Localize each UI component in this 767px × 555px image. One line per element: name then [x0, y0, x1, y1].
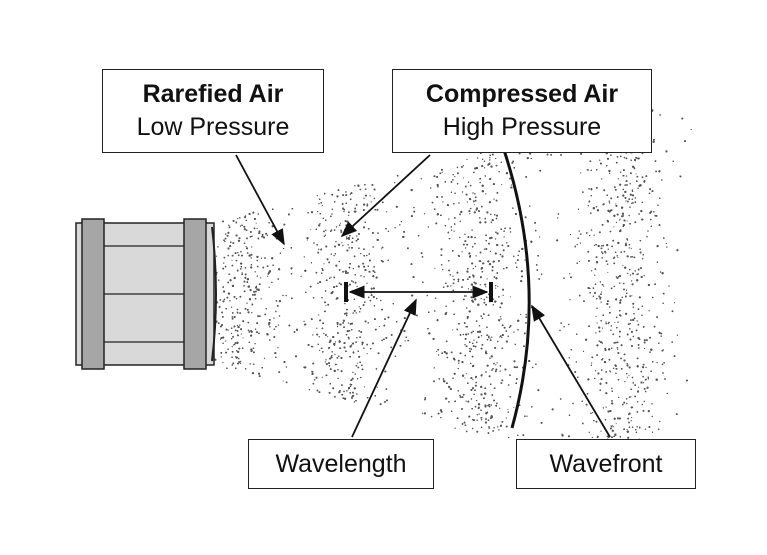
- wavefront-curve: [502, 149, 531, 429]
- speaker-icon: [75, 218, 217, 370]
- compressed-arrow: [340, 154, 431, 238]
- rarefied-air-subtitle: Low Pressure: [136, 113, 290, 141]
- wavelength-measure: [344, 282, 493, 302]
- wavefront-arrow: [531, 304, 611, 438]
- compressed-air-label: Compressed Air High Pressure: [392, 69, 652, 153]
- wavelength-arrow: [351, 298, 417, 438]
- compressed-air-title: Compressed Air: [425, 80, 619, 108]
- wavefront-text: Wavefront: [549, 449, 663, 478]
- wavefront-label: Wavefront: [516, 439, 696, 489]
- rarefied-air-label: Rarefied Air Low Pressure: [102, 69, 324, 153]
- wavelength-label: Wavelength: [248, 439, 434, 489]
- wavelength-text: Wavelength: [275, 449, 407, 478]
- rarefied-arrow: [235, 154, 285, 246]
- compressed-air-subtitle: High Pressure: [442, 113, 602, 141]
- rarefied-air-title: Rarefied Air: [142, 80, 284, 108]
- air-particles: [214, 109, 692, 440]
